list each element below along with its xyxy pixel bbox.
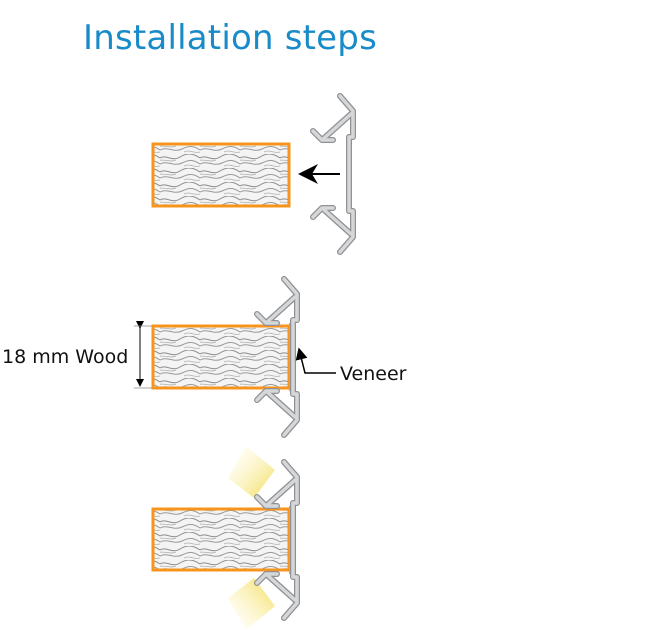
wood-board: [151, 324, 291, 390]
wood-board: [151, 507, 291, 572]
page-title: Installation steps: [83, 18, 377, 58]
veneer-leader: [295, 347, 336, 374]
step-2: 18 mm Wood Veneer: [2, 279, 407, 435]
light-beam-top: [228, 446, 275, 498]
light-beam-bottom: [228, 578, 275, 630]
step-1: [151, 96, 353, 252]
step-3: [151, 446, 297, 630]
wood-board: [151, 142, 291, 208]
wood-thickness-label: 18 mm Wood: [2, 346, 128, 368]
veneer-label: Veneer: [340, 363, 407, 385]
